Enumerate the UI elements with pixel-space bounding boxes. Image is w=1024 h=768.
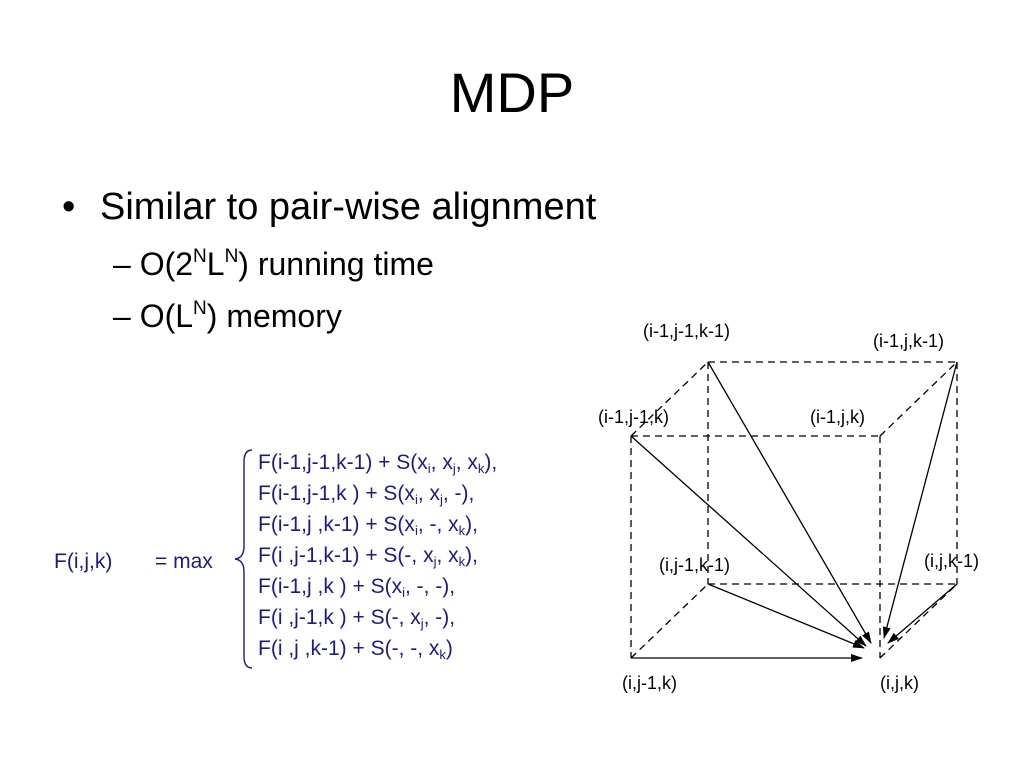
case-text: F(i-1,j ,k-1) + S(x (258, 513, 415, 536)
label-front-bottom-left: (i,j-1,k) (622, 673, 677, 693)
case-subscript: j (440, 492, 443, 507)
case-text: F(i-1,j-1,k ) + S(x (258, 482, 415, 505)
case-text: ), (484, 451, 498, 474)
curly-brace (234, 449, 253, 669)
case-text: , -), (442, 482, 475, 505)
case-subscript: i (402, 585, 405, 600)
equation-case-line: F(i ,j ,k-1) + S(-, -, xk) (258, 633, 497, 664)
label-back-top-left: (i-1,j-1,k-1) (643, 321, 731, 341)
equation-case-line: F(i-1,j ,k ) + S(xi, -, -), (258, 571, 497, 602)
label-front-top-left: (i-1,j-1,k) (598, 407, 669, 427)
case-subscript: i (414, 523, 418, 538)
bullet-item: • Similar to pair-wise alignment (62, 182, 596, 232)
case-text: F(i ,j ,k-1) + S(-, -, x (258, 637, 440, 660)
case-subscript: i (427, 461, 431, 476)
arrow-from-front-top-left (630, 435, 867, 647)
sub1-sup2: N (224, 246, 239, 267)
case-text: F(i-1,j ,k ) + S(x (258, 575, 403, 598)
case-text: F(i ,j-1,k ) + S(-, x (258, 606, 421, 629)
arrow-from-back-top-right (882, 361, 958, 639)
arrow-from-back-bottom-right (887, 583, 958, 644)
equation-case-line: F(i ,j-1,k-1) + S(-, xj, xk), (258, 540, 497, 571)
edge-top-left-diag (630, 361, 709, 437)
case-text: , x (455, 451, 478, 474)
case-text: , x (417, 482, 440, 505)
case-text: F(i-1,j-1,k-1) + S(x (258, 451, 428, 474)
sub-bullet-running-time: – O(2NLN) running time (113, 242, 434, 286)
case-subscript: j (452, 461, 456, 476)
slide-title: MDP (449, 61, 575, 124)
sub2-prefix: – O(L (113, 298, 194, 334)
case-subscript: k (458, 554, 466, 569)
equation-case-line: F(i-1,j-1,k ) + S(xi, xj, -), (258, 478, 497, 509)
label-front-bottom-right: (i,j,k) (880, 673, 919, 693)
edge-top-right-diag (879, 361, 958, 437)
case-text: ), (465, 513, 478, 536)
equation-case-line: F(i ,j-1,k ) + S(-, xj, -), (258, 602, 497, 633)
equation-case-line: F(i-1,j-1,k-1) + S(xi, xj, xk), (258, 447, 497, 478)
label-back-bottom-left: (i,j-1,k-1) (659, 555, 730, 575)
case-text: , -), (423, 606, 456, 629)
case-text: , x (430, 451, 453, 474)
case-subscript: j (420, 616, 424, 631)
equation-operator: = max (155, 550, 213, 573)
equation-case-line: F(i-1,j ,k-1) + S(xi, -, xk), (258, 509, 497, 540)
case-text: ), (465, 544, 478, 567)
case-subscript: i (414, 492, 418, 507)
case-text: , -, x (417, 513, 459, 536)
sub1-prefix: – O(2 (113, 246, 194, 282)
arrow-from-back-bottom-left (707, 583, 865, 649)
label-back-bottom-right: (i,j,k-1) (924, 551, 979, 571)
label-back-top-right: (i-1,j,k-1) (873, 331, 944, 351)
case-subscript: k (439, 647, 446, 662)
case-subscript: j (433, 554, 437, 569)
sub-bullet-memory: – O(LN) memory (113, 294, 342, 338)
bullet-text: Similar to pair-wise alignment (100, 186, 597, 228)
sub1-suffix: ) running time (238, 246, 434, 282)
edge-bottom-right-diag (879, 583, 958, 659)
edge-bottom-left-diag (630, 583, 709, 659)
sub2-sup: N (193, 298, 207, 319)
arrow-from-back-top-left (707, 361, 872, 644)
sub1-mid: L (206, 246, 225, 282)
equation-lhs: F(i,j,k) (54, 550, 113, 573)
sub2-suffix: ) memory (206, 298, 342, 334)
case-text: ) (445, 637, 453, 660)
case-subscript: k (477, 461, 485, 476)
bullet-marker: • (62, 186, 76, 228)
label-front-top-right: (i-1,j,k) (810, 407, 865, 427)
case-text: F(i ,j-1,k-1) + S(-, x (258, 544, 434, 567)
case-subscript: k (458, 523, 466, 538)
case-text: , -, -), (404, 575, 456, 598)
sub1-sup1: N (193, 246, 207, 267)
case-text: , x (436, 544, 459, 567)
equation-cases: F(i-1,j-1,k-1) + S(xi, xj, xk),F(i-1,j-1… (258, 447, 497, 664)
